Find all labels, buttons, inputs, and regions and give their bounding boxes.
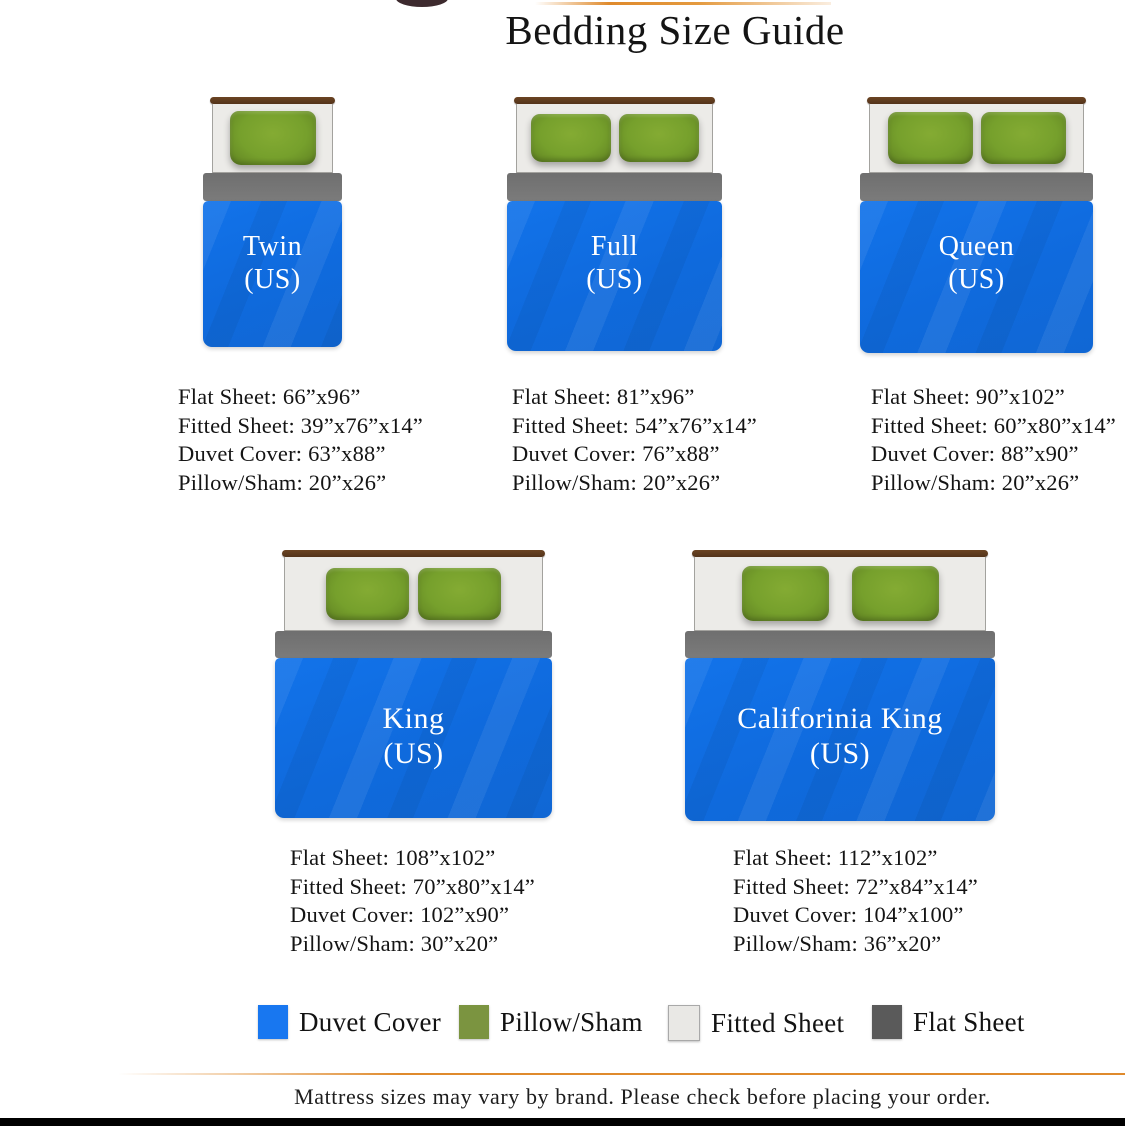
page-title: Bedding Size Guide	[505, 7, 845, 53]
bed-region-label: (US)	[244, 264, 301, 295]
spec-line: Flat Sheet: 108”x102”	[290, 845, 496, 870]
bottom-border-bar	[0, 1118, 1125, 1126]
headboard	[210, 97, 335, 104]
flat-sheet-band	[860, 173, 1093, 201]
footer-note: Mattress sizes may vary by brand. Please…	[294, 1084, 991, 1109]
bed-diagram-king: King (US)	[275, 550, 552, 818]
bed-size-label: Califorinia King	[737, 702, 943, 735]
fitted-sheet-area	[516, 104, 713, 173]
spec-line: Pillow/Sham: 20”x26”	[512, 469, 721, 495]
duvet-cover-area: Twin (US)	[203, 201, 342, 347]
spec-line: Duvet Cover: 76”x88”	[512, 441, 720, 466]
spec-line: Pillow/Sham: 36”x20”	[733, 930, 942, 956]
bed-region-label: (US)	[383, 737, 444, 770]
legend-item-pillow-sham: Pillow/Sham	[459, 1005, 643, 1039]
spec-line: Flat Sheet: 66”x96”	[178, 384, 361, 409]
headboard	[282, 550, 545, 557]
footer-divider	[118, 1073, 1125, 1075]
flat-sheet-band	[685, 631, 995, 658]
legend-item-flat-sheet: Flat Sheet	[872, 1005, 1025, 1039]
spec-line: Duvet Cover: 88”x90”	[871, 441, 1079, 466]
spec-line: Fitted Sheet: 72”x84”x14”	[733, 873, 978, 899]
legend-label: Flat Sheet	[913, 1006, 1025, 1037]
top-accent-line	[535, 2, 831, 5]
bed-diagram-full: Full (US)	[507, 97, 722, 351]
duvet-cover-area: Full (US)	[507, 201, 722, 351]
legend-label: Pillow/Sham	[500, 1006, 643, 1037]
legend-item-duvet-cover: Duvet Cover	[258, 1005, 441, 1039]
duvet-cover-area: Califorinia King (US)	[685, 658, 995, 821]
bed-region-label: (US)	[586, 264, 643, 295]
bed-diagram-queen: Queen (US)	[860, 97, 1093, 353]
specs-california-king: Flat Sheet: 112”x102” Fitted Sheet: 72”x…	[733, 844, 978, 958]
specs-twin: Flat Sheet: 66”x96” Fitted Sheet: 39”x76…	[178, 383, 423, 497]
spec-line: Duvet Cover: 104”x100”	[733, 902, 964, 927]
fitted-sheet-area	[212, 104, 333, 173]
flat-sheet-swatch-icon	[872, 1005, 902, 1039]
pillow-icon	[887, 112, 973, 164]
spec-line: Flat Sheet: 112”x102”	[733, 845, 938, 870]
spec-line: Pillow/Sham: 20”x26”	[178, 469, 387, 495]
pillow-icon	[980, 112, 1066, 164]
spec-line: Fitted Sheet: 39”x76”x14”	[178, 412, 423, 438]
bed-size-label: Full	[590, 231, 639, 262]
bed-diagram-twin: Twin (US)	[203, 97, 342, 347]
fitted-sheet-area	[694, 557, 986, 631]
flat-sheet-band	[203, 173, 342, 201]
legend-item-fitted-sheet: Fitted Sheet	[668, 1005, 844, 1041]
pillow-icon	[326, 567, 409, 620]
headboard	[867, 97, 1086, 104]
spec-line: Fitted Sheet: 60”x80”x14”	[871, 412, 1116, 438]
flat-sheet-band	[507, 173, 722, 201]
specs-queen: Flat Sheet: 90”x102” Fitted Sheet: 60”x8…	[871, 383, 1116, 497]
bed-region-label: (US)	[948, 264, 1005, 295]
logo-icon	[396, 0, 448, 7]
legend-label: Fitted Sheet	[711, 1007, 845, 1038]
specs-king: Flat Sheet: 108”x102” Fitted Sheet: 70”x…	[290, 844, 535, 958]
pillow-icon	[418, 567, 501, 620]
fitted-sheet-area	[869, 104, 1084, 173]
duvet-cover-area: Queen (US)	[860, 201, 1093, 353]
pillow-icon	[618, 114, 699, 162]
pillow-sham-swatch-icon	[459, 1005, 489, 1039]
fitted-sheet-swatch-icon	[668, 1005, 700, 1041]
pillow-icon	[851, 566, 939, 621]
spec-line: Flat Sheet: 81”x96”	[512, 384, 695, 409]
spec-line: Duvet Cover: 102”x90”	[290, 902, 510, 927]
spec-line: Duvet Cover: 63”x88”	[178, 441, 386, 466]
bed-size-label: Twin	[242, 231, 303, 262]
legend-label: Duvet Cover	[299, 1006, 442, 1037]
pillow-icon	[229, 111, 316, 165]
duvet-cover-swatch-icon	[258, 1005, 288, 1039]
flat-sheet-band	[275, 631, 552, 658]
spec-line: Flat Sheet: 90”x102”	[871, 384, 1065, 409]
headboard	[692, 550, 988, 557]
duvet-cover-area: King (US)	[275, 658, 552, 818]
fitted-sheet-area	[284, 557, 543, 631]
bed-diagram-california-king: Califorinia King (US)	[685, 550, 995, 821]
spec-line: Fitted Sheet: 54”x76”x14”	[512, 412, 757, 438]
bed-size-label: King	[382, 702, 445, 735]
bed-region-label: (US)	[809, 737, 871, 770]
pillow-icon	[530, 114, 611, 162]
bed-size-label: Queen	[938, 231, 1015, 262]
spec-line: Pillow/Sham: 30”x20”	[290, 930, 499, 956]
pillow-icon	[741, 566, 829, 621]
spec-line: Pillow/Sham: 20”x26”	[871, 469, 1080, 495]
specs-full: Flat Sheet: 81”x96” Fitted Sheet: 54”x76…	[512, 383, 757, 497]
spec-line: Fitted Sheet: 70”x80”x14”	[290, 873, 535, 899]
headboard	[514, 97, 715, 104]
